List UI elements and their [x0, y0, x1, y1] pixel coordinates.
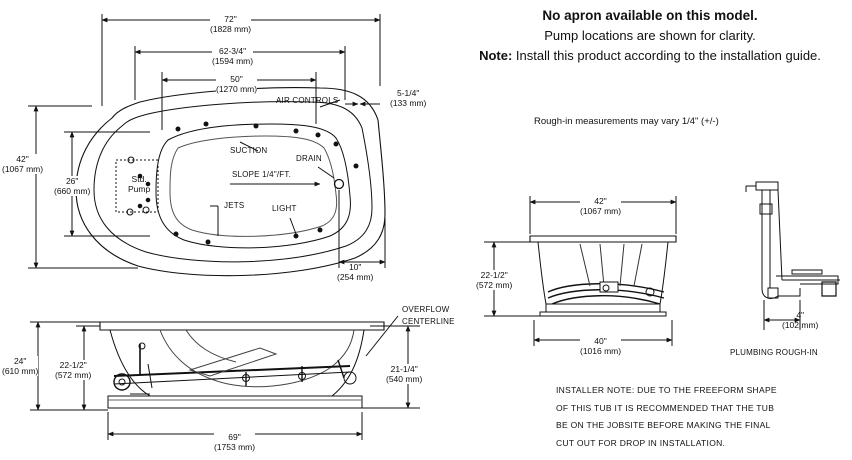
- dim-69: 69"(1753 mm): [214, 432, 256, 452]
- jets-label: JETS: [224, 201, 245, 210]
- notes-block: No apron available on this model. Pump l…: [452, 6, 848, 66]
- light-label: LIGHT: [272, 204, 297, 213]
- install-note-key: Note:: [479, 48, 513, 63]
- roughin-variance-note: Rough-in measurements may vary 1/4" (+/-…: [534, 116, 719, 127]
- installer-note-line: BE ON THE JOBSITE BEFORE MAKING THE FINA…: [556, 420, 771, 430]
- installer-note-line: CUT OUT FOR DROP IN INSTALLATION.: [556, 437, 726, 448]
- end-deck: [530, 236, 676, 242]
- tub-inner-rim: [94, 102, 372, 262]
- installer-note: INSTALLER NOTE: DUE TO THE FREEFORM SHAP…: [556, 382, 796, 452]
- suction-label: SUCTION: [230, 146, 268, 155]
- installer-note-line: OF THIS TUB IT IS RECOMMENDED THAT THE T…: [556, 402, 775, 413]
- slope-label: SLOPE 1/4"/FT.: [232, 170, 291, 179]
- dim-26: 26"(660 mm): [54, 176, 91, 196]
- side-view: [30, 316, 420, 440]
- side-deck: [100, 322, 384, 330]
- dim-42-plan: 42"(1067 mm): [2, 154, 44, 174]
- dim-40: 40"(1016 mm): [580, 336, 622, 356]
- dim-72: 72"(1828 mm): [210, 14, 252, 34]
- plan-view: [28, 14, 386, 276]
- dim-4: 4"(102 mm): [782, 310, 819, 330]
- end-view: [484, 196, 677, 346]
- plumbing-rough-in: [746, 182, 840, 330]
- tub-basin-floor: [170, 136, 337, 236]
- dim-50: 50"(1270 mm): [216, 74, 258, 94]
- plumbing-rough-in-title: PLUMBING ROUGH-IN: [730, 348, 818, 357]
- std-pump-label: Std.Pump: [128, 174, 151, 194]
- install-note: Note: Install this product according to …: [452, 46, 848, 66]
- tub-basin: [156, 124, 350, 248]
- no-apron-note: No apron available on this model.: [542, 8, 758, 23]
- pump-box: [116, 160, 158, 212]
- dim-10: 10"(254 mm): [337, 262, 374, 282]
- dim-21-25: 21-1/4"(540 mm): [386, 364, 423, 384]
- installer-note-line: INSTALLER NOTE: DUE TO THE FREEFORM SHAP…: [556, 385, 777, 395]
- pump-note: Pump locations are shown for clarity.: [544, 28, 756, 43]
- air-controls-label: AIR CONTROLS: [276, 96, 339, 105]
- dim-42-end: 42"(1067 mm): [580, 196, 622, 216]
- drain-icon: [335, 180, 344, 189]
- drain-label: DRAIN: [296, 154, 322, 163]
- dim-22-5-end: 22-1/2"(572 mm): [476, 270, 513, 290]
- jets-group: [138, 122, 358, 244]
- dim-62-75: 62-3/4"(1594 mm): [212, 46, 254, 66]
- dim-5-25: 5-1/4"(133 mm): [390, 88, 427, 108]
- side-base: [108, 396, 362, 408]
- tub-outer-rim: [76, 88, 385, 276]
- dim-22-5-side: 22-1/2"(572 mm): [55, 360, 92, 380]
- install-note-text: Install this product according to the in…: [512, 48, 821, 63]
- dim-24: 24"(610 mm): [2, 356, 39, 376]
